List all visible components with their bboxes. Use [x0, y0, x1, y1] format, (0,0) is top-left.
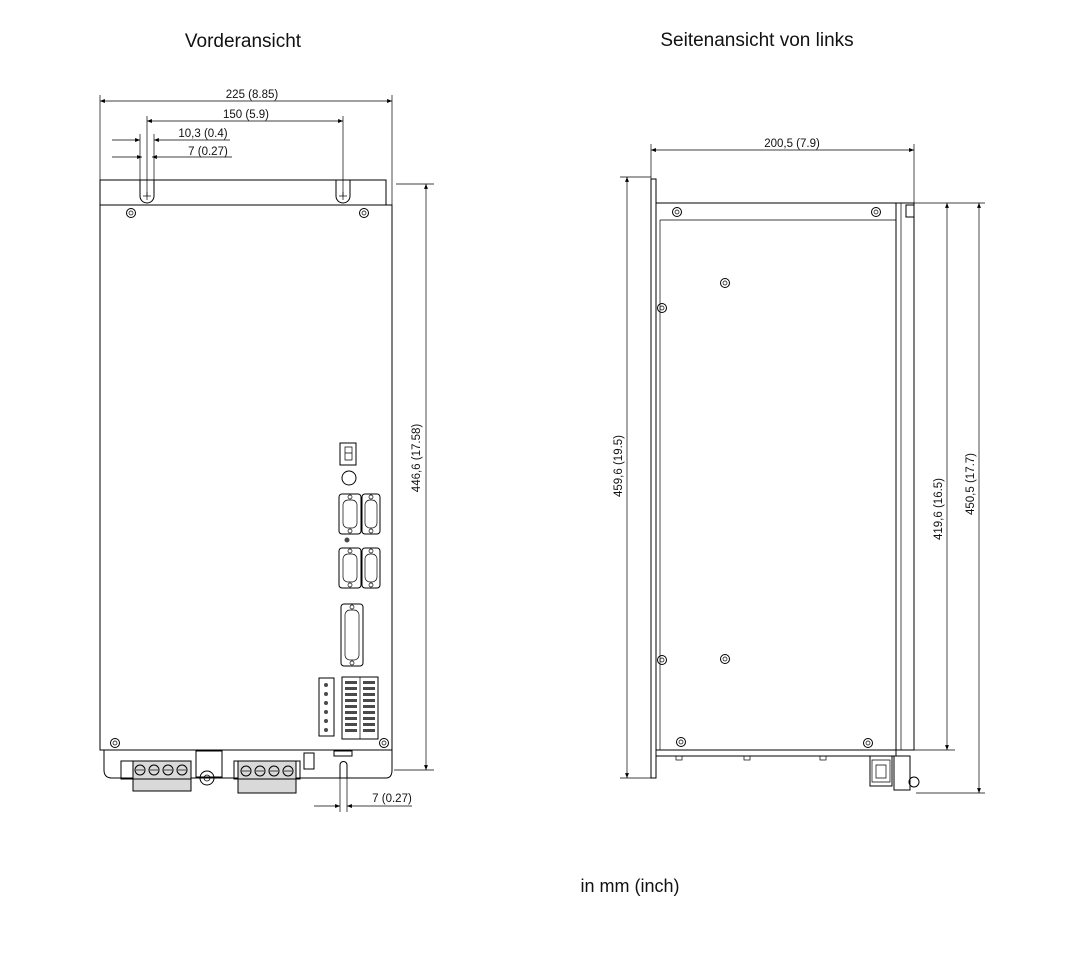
front-panel-screws	[110, 208, 389, 748]
front-top-flange	[99, 179, 387, 205]
dim-side-total-height: 459,6 (19.5)	[613, 435, 625, 497]
power-terminal-left	[120, 760, 192, 792]
seven-segment-display	[339, 442, 357, 466]
side-bottom-tabs	[675, 755, 827, 761]
small-indicator	[344, 537, 350, 543]
subd-connector-large	[340, 603, 364, 667]
subd-connector-3	[338, 547, 362, 589]
subd-connector-1	[338, 493, 362, 535]
units-note: in mm (inch)	[580, 876, 679, 896]
side-bottom-base	[656, 749, 897, 757]
front-panel	[99, 204, 393, 751]
dim-side-inner-height: 419,6 (16.5)	[933, 478, 945, 540]
dim-side-frame-height: 450,5 (17.7)	[965, 453, 977, 515]
bottom-slot	[339, 761, 348, 778]
dim-slot-width-b: 7 (0.27)	[188, 146, 228, 158]
side-mounting-plate	[650, 178, 657, 779]
subd-connector-4	[361, 547, 381, 589]
ground-lug	[195, 750, 223, 786]
dim-side-depth: 200,5 (7.9)	[764, 138, 820, 150]
power-terminal-right	[233, 760, 301, 794]
dim-hole-spacing: 150 (5.9)	[223, 109, 269, 121]
bottom-tab	[333, 750, 353, 757]
side-front-edge	[895, 202, 915, 751]
side-dimension-lines	[620, 144, 985, 794]
terminal-block-small	[318, 677, 335, 737]
dim-slot-width-a: 10,3 (0.4)	[178, 128, 227, 140]
dim-front-height: 446,6 (17.58)	[411, 424, 423, 493]
front-dimension-lines	[99, 95, 434, 812]
front-view-title: Vorderansicht	[185, 31, 302, 52]
subd-connector-2	[361, 493, 381, 535]
status-led	[341, 470, 357, 486]
side-top-cap	[905, 204, 915, 218]
terminal-block-large	[341, 676, 379, 740]
front-view: 225 (8.85) 150 (5.9) 10,3 (0.4) 7 (0.27)…	[99, 89, 434, 812]
side-view-title: Seitenansicht von links	[660, 30, 853, 51]
side-body	[655, 202, 897, 751]
bottom-small-part	[303, 752, 315, 770]
side-bottom-connectors	[869, 755, 920, 791]
dim-overall-width: 225 (8.85)	[226, 89, 279, 101]
side-screws	[657, 207, 881, 748]
dim-bottom-slot: 7 (0.27)	[372, 793, 412, 805]
side-view: 200,5 (7.9) 459,6 (19.5) 419,6 (16.5) 45…	[613, 138, 985, 794]
